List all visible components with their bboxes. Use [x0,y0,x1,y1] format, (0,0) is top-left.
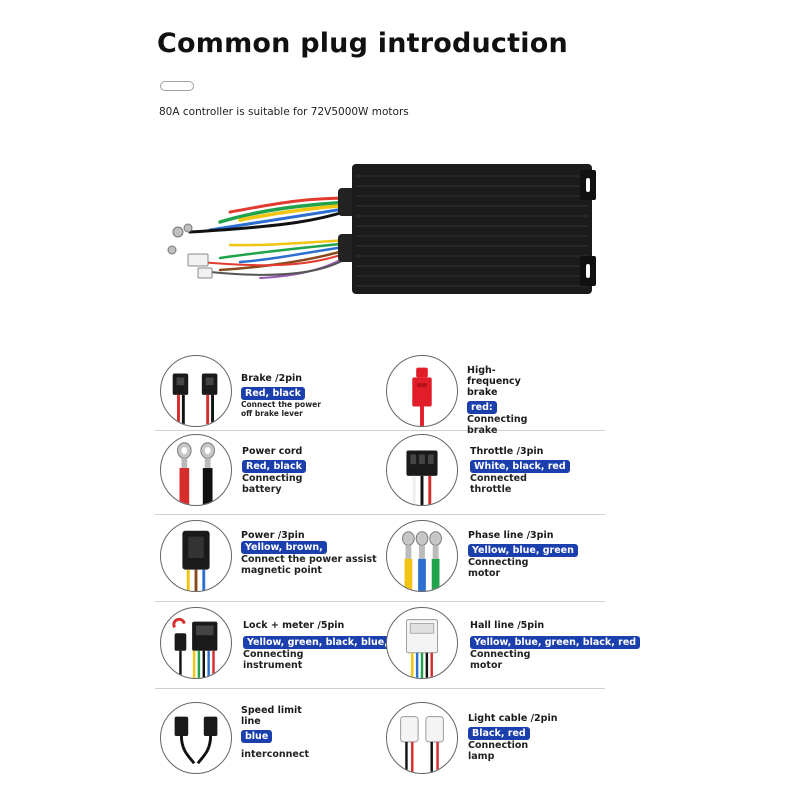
plug-name: Light cable /2pin [468,713,558,724]
plug-wire-colors: blue [241,730,273,743]
row-divider [155,514,605,515]
high-frequency-brake-connector-icon [386,355,458,427]
plug-wire-colors: Yellow, blue, green [468,544,578,557]
lock-meter-connector-icon [160,607,232,679]
title-underline-pill [160,81,194,91]
row-divider [155,601,605,602]
plug-name: Lock + meter /5pin [243,620,345,631]
power-assist-connector-icon [160,520,232,592]
hall-line-connector-icon [386,607,458,679]
plug-description: Connect the power assist magnetic point [241,554,377,576]
plug-name: Speed limit line [241,705,302,727]
light-cable-connector-icon [386,702,458,774]
plug-wire-colors: Yellow, blue, green, black, red [470,636,641,649]
throttle-connector-icon [386,434,458,506]
power-cord-terminal-icon [160,434,232,506]
plug-name: Phase line /3pin [468,530,554,541]
speed-limit-connector-icon [160,702,232,774]
plug-wire-colors: Red, black [242,460,306,473]
row-divider [155,430,605,431]
plug-description: Connecting motor [468,557,529,579]
controller-image [167,164,596,294]
plug-wire-colors: Yellow, green, black, blue, red [243,636,414,649]
plug-name: Throttle /3pin [470,446,544,457]
plug-name: Brake /2pin [241,373,303,384]
plug-wire-colors: Red, black [241,387,305,400]
plug-wire-colors: Black, red [468,727,530,740]
plug-description: Connection lamp [468,740,529,762]
plug-description: interconnect [241,749,309,760]
row-divider [155,688,605,689]
page-subtitle: 80A controller is suitable for 72V5000W … [159,106,409,118]
phase-line-terminal-icon [386,520,458,592]
plug-wire-colors: Yellow, brown, [241,541,327,554]
plug-description: Connect the power off brake lever [241,400,321,418]
plug-wire-colors: White, black, red [470,460,570,473]
brake-connector-icon [160,355,232,427]
plug-wire-colors: red: [467,401,497,414]
plug-description: Connecting battery [242,473,303,495]
plug-description: Connecting brake [467,414,528,436]
plug-name: Hall line /5pin [470,620,545,631]
plug-description: Connecting instrument [243,649,304,671]
plug-name: Power /3pin [241,530,305,541]
plug-description: Connected throttle [470,473,527,495]
page-title: Common plug introduction [157,28,568,59]
plug-description: Connecting motor [470,649,531,671]
plug-name: High-frequency brake [467,365,521,398]
plug-name: Power cord [242,446,303,457]
